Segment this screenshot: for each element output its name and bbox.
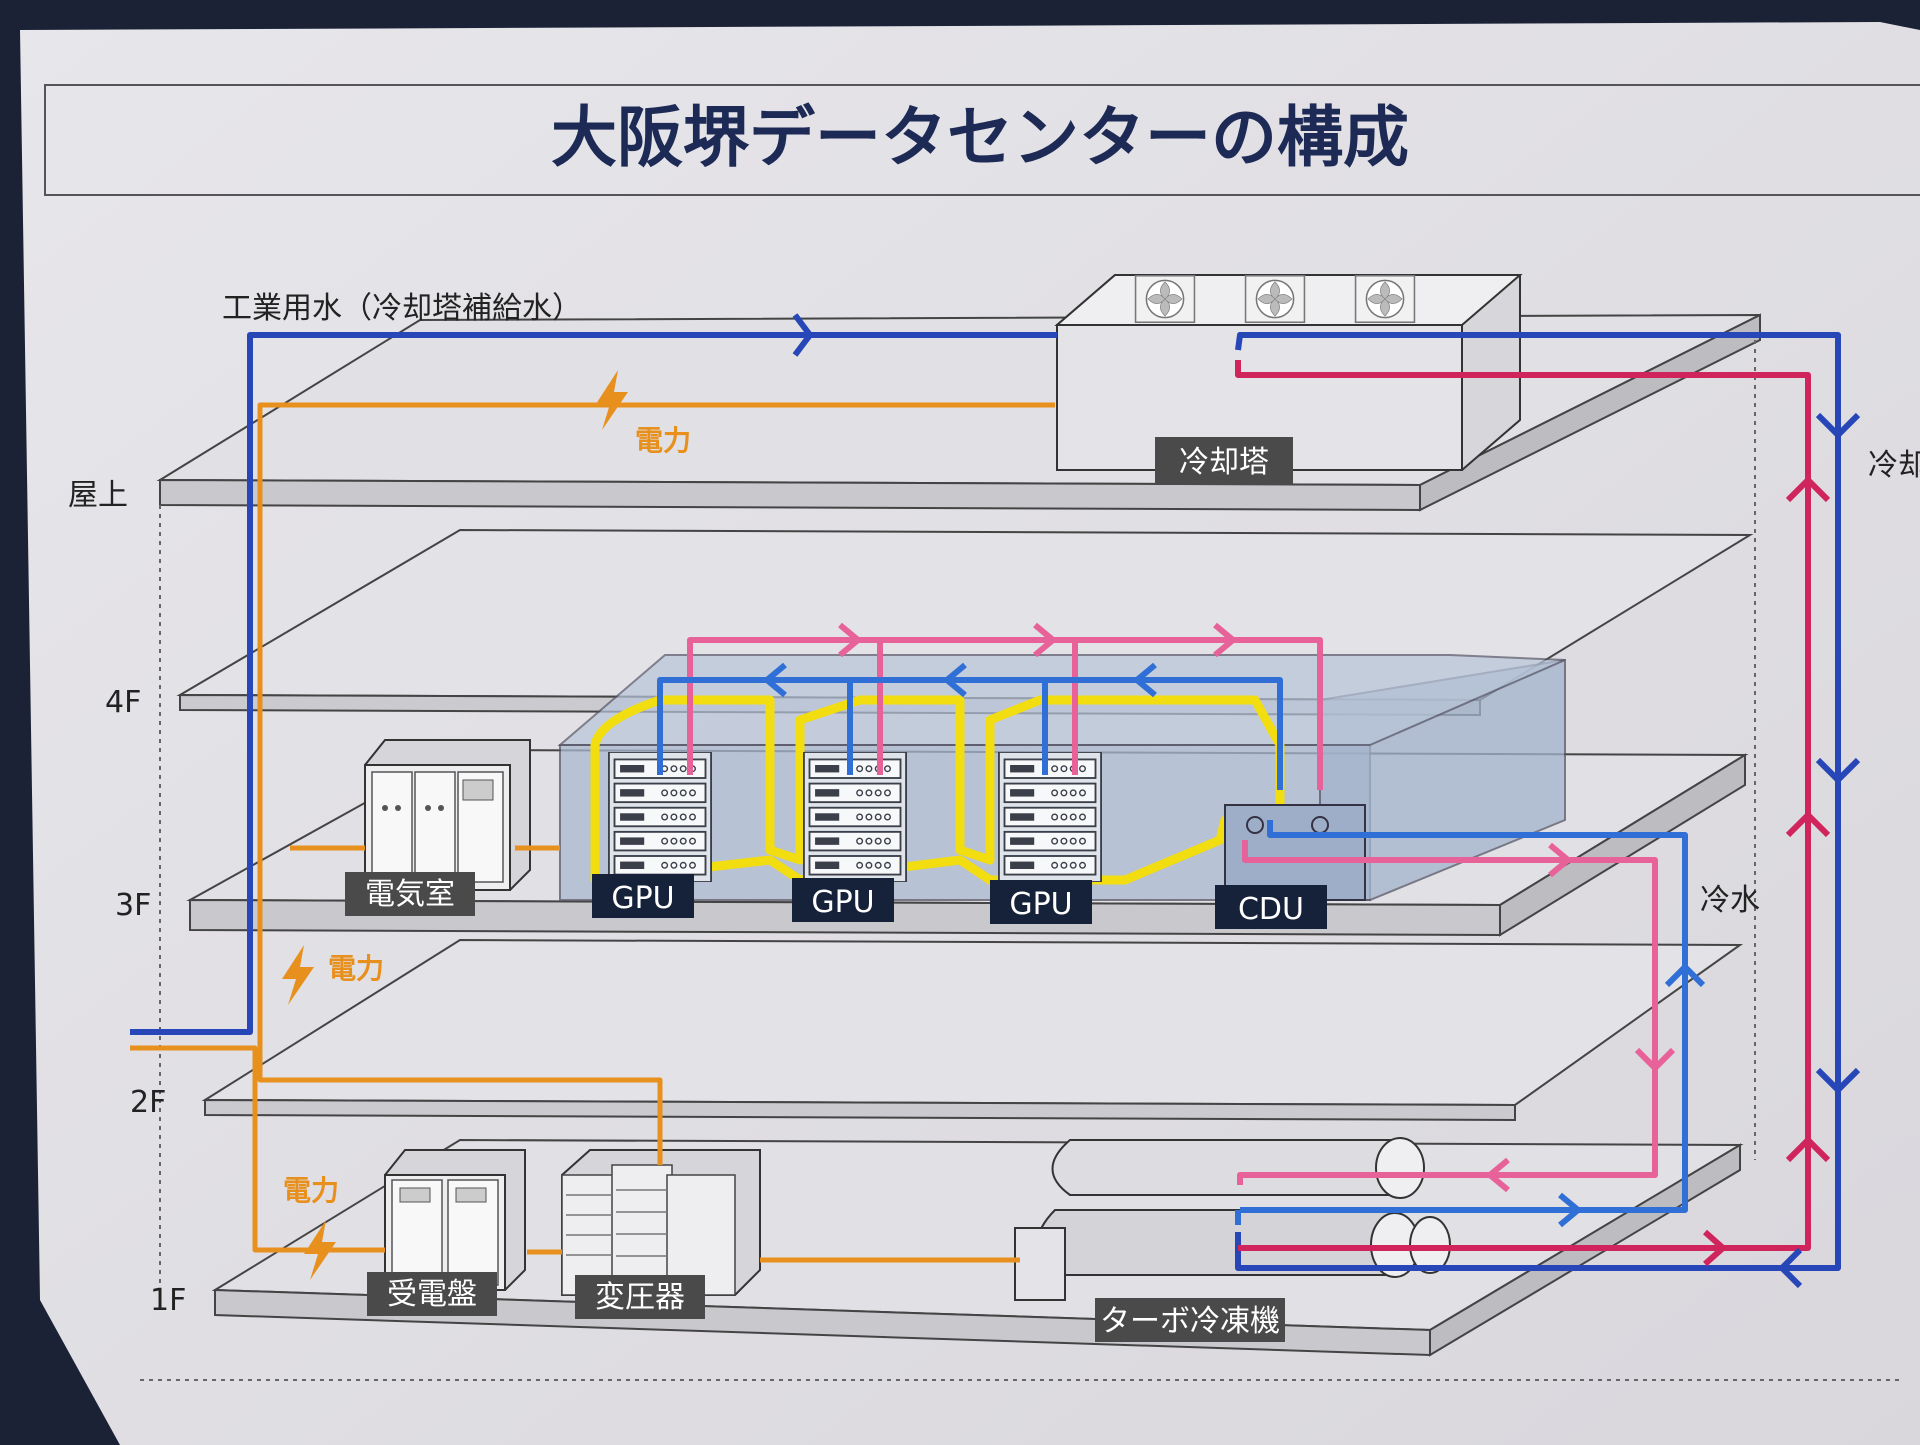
floor-label-1f: 1F <box>150 1283 186 1318</box>
flow-arrow-icon <box>838 622 1238 658</box>
chilled-water-loop <box>1235 820 1688 1225</box>
power-receiving-panel: 受電盤 <box>367 1149 526 1316</box>
power-receiving-panel-label: 受電盤 <box>387 1277 477 1312</box>
fan-icon <box>1134 274 1196 324</box>
cooling-tower-label: 冷却塔 <box>1179 445 1269 480</box>
industrial-water-line <box>130 313 1057 1035</box>
power-label-2f: 電力 <box>328 952 384 985</box>
page-title: 大阪堺データセンターの構成 <box>551 99 1409 176</box>
power-label-roof: 電力 <box>635 424 691 457</box>
chilled-water-label: 冷水 <box>1700 883 1760 918</box>
electrical-room: 電気室 <box>345 739 531 916</box>
floor-label-3f: 3F <box>115 888 151 923</box>
cooling-tower: 冷却塔 <box>1054 274 1523 485</box>
floor-label-roof: 屋上 <box>68 478 128 513</box>
turbo-chiller: ターボ冷凍機 <box>1014 1137 1451 1342</box>
fan-icon <box>1354 274 1416 324</box>
floor-labels: 屋上 4F 3F 2F 1F <box>68 478 186 1318</box>
turbo-chiller-label: ターボ冷凍機 <box>1100 1304 1280 1339</box>
flow-arrow-icon <box>1777 412 1861 1289</box>
flow-arrow-icon <box>762 662 1157 698</box>
fan-icon <box>1244 274 1306 324</box>
power-label-1f: 電力 <box>283 1174 339 1207</box>
floor-label-4f: 4F <box>105 685 141 720</box>
title-frame <box>44 84 1920 196</box>
building-edges <box>140 340 1900 1381</box>
flow-arrow-icon <box>1485 842 1676 1193</box>
hall-labels: GPU GPU GPU CDU <box>592 874 1327 929</box>
gpu-label-1: GPU <box>611 881 674 916</box>
electrical-room-label: 電気室 <box>365 877 455 912</box>
cooling-water-label: 冷却 <box>1868 448 1920 483</box>
flow-arrow-icon <box>1558 962 1706 1228</box>
gpu-rack <box>997 752 1103 882</box>
gpu-rack <box>802 752 908 882</box>
industrial-water-label: 工業用水（冷却塔補給水） <box>222 291 582 326</box>
cdu-label: CDU <box>1238 892 1304 927</box>
flow-arrow-icon <box>1703 475 1831 1267</box>
floor-label-2f: 2F <box>130 1085 166 1120</box>
coolant-manifold <box>657 637 1323 790</box>
transformer-label: 変圧器 <box>595 1280 685 1315</box>
cooling-water-loop <box>1235 332 1841 1271</box>
gpu-label-2: GPU <box>811 885 874 920</box>
gpu-label-3: GPU <box>1009 887 1072 922</box>
transformer: 変圧器 <box>561 1149 761 1319</box>
server-hall <box>557 654 1566 901</box>
